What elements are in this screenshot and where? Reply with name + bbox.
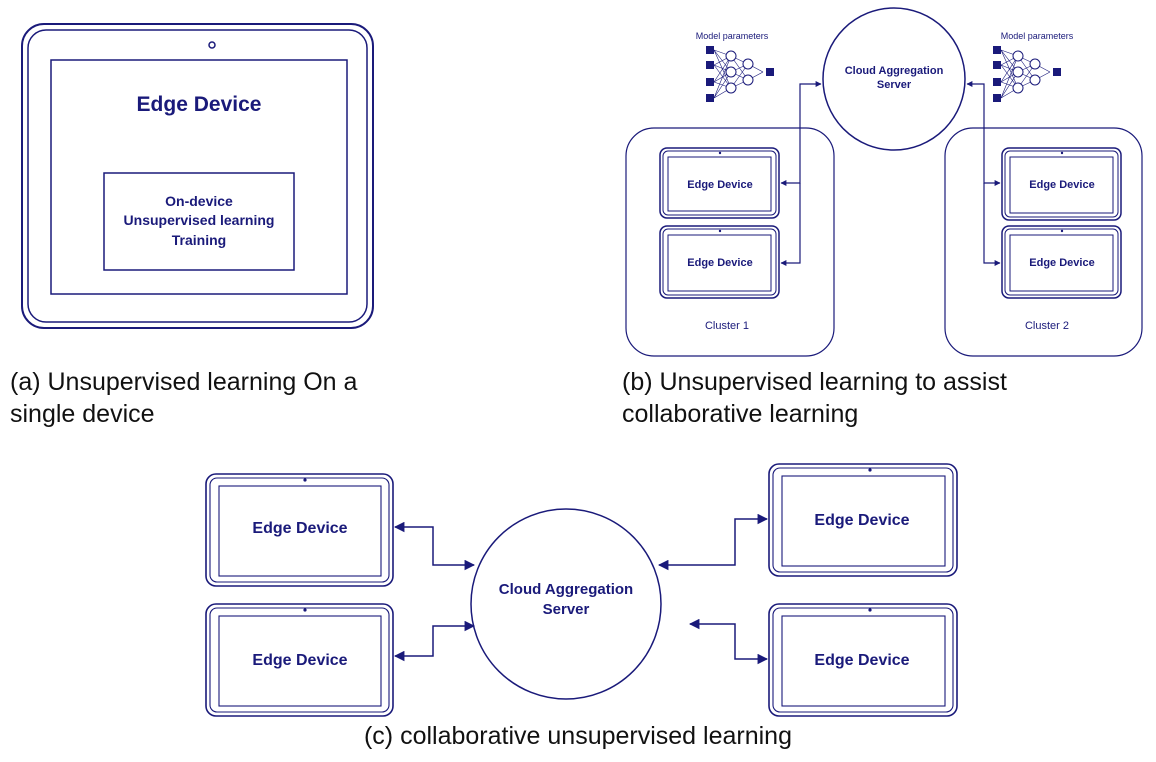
device-label: Edge Device <box>687 179 752 191</box>
training-line-2: Unsupervised learning <box>124 212 275 228</box>
device-label: Edge Device <box>1029 257 1094 269</box>
neural-net-icon <box>993 46 1061 102</box>
edge-device-tablet: Edge Device <box>768 463 958 577</box>
edge-device-tablet: Edge Device On-device Unsupervised learn… <box>21 23 374 329</box>
edge-device-tablet: Edge Device <box>659 147 780 219</box>
cluster-1-box: Cluster 1 <box>625 127 835 357</box>
camera-icon <box>868 468 872 472</box>
device-label: Edge Device <box>814 652 909 669</box>
neural-net-icon <box>706 46 774 102</box>
device-label: Edge Device <box>814 512 909 529</box>
panel-b: Cluster 1 Cluster 2 Cloud Aggregation Se… <box>625 7 1143 357</box>
server-line-1: Cloud Aggregation <box>499 581 633 598</box>
connector-arrows <box>780 81 1001 266</box>
panel-a: Edge Device On-device Unsupervised learn… <box>21 23 374 329</box>
caption-c: (c) collaborative unsupervised learning <box>363 722 792 750</box>
connector-arrows <box>393 513 769 665</box>
edge-device-tablet: Edge Device <box>1001 147 1122 221</box>
cluster-2-label: Cluster 2 <box>1025 320 1069 332</box>
caption-a: (a) Unsupervised learning On a single de… <box>10 368 358 428</box>
model-params-label-left: Model parameters <box>696 31 769 41</box>
device-label: Edge Device <box>687 257 752 269</box>
device-label: Edge Device <box>137 93 262 116</box>
edge-device-tablet: Edge Device <box>205 473 394 587</box>
training-line-3: Training <box>172 232 226 248</box>
camera-icon <box>1060 229 1064 233</box>
edge-device-tablet: Edge Device <box>768 603 958 717</box>
camera-icon <box>303 478 307 482</box>
camera-icon <box>1060 151 1064 155</box>
cloud-server-large: Cloud Aggregation Server <box>470 508 662 700</box>
tablet-screen <box>50 59 348 295</box>
device-label: Edge Device <box>252 652 347 669</box>
camera-icon <box>868 608 872 612</box>
cloud-server-small: Cloud Aggregation Server <box>822 7 966 151</box>
camera-icon <box>718 229 722 233</box>
camera-icon <box>208 41 216 49</box>
edge-device-tablet: Edge Device <box>659 225 780 299</box>
camera-icon <box>303 608 307 612</box>
edge-device-tablet: Edge Device <box>205 603 394 717</box>
device-label: Edge Device <box>1029 179 1094 191</box>
server-line-1: Cloud Aggregation <box>845 65 944 77</box>
camera-icon <box>718 151 722 155</box>
model-params-label-right: Model parameters <box>1001 31 1074 41</box>
edge-device-tablet: Edge Device <box>1001 225 1122 299</box>
server-line-2: Server <box>877 79 912 91</box>
panel-c: Cloud Aggregation Server Edge Device Edg… <box>205 463 958 717</box>
device-label: Edge Device <box>252 520 347 537</box>
cluster-1-label: Cluster 1 <box>705 320 749 332</box>
training-box <box>103 172 295 271</box>
training-line-1: On-device <box>165 193 233 209</box>
caption-b: (b) Unsupervised learning to assist coll… <box>622 368 1007 428</box>
server-line-2: Server <box>543 601 590 618</box>
cluster-2-box: Cluster 2 <box>944 127 1143 357</box>
